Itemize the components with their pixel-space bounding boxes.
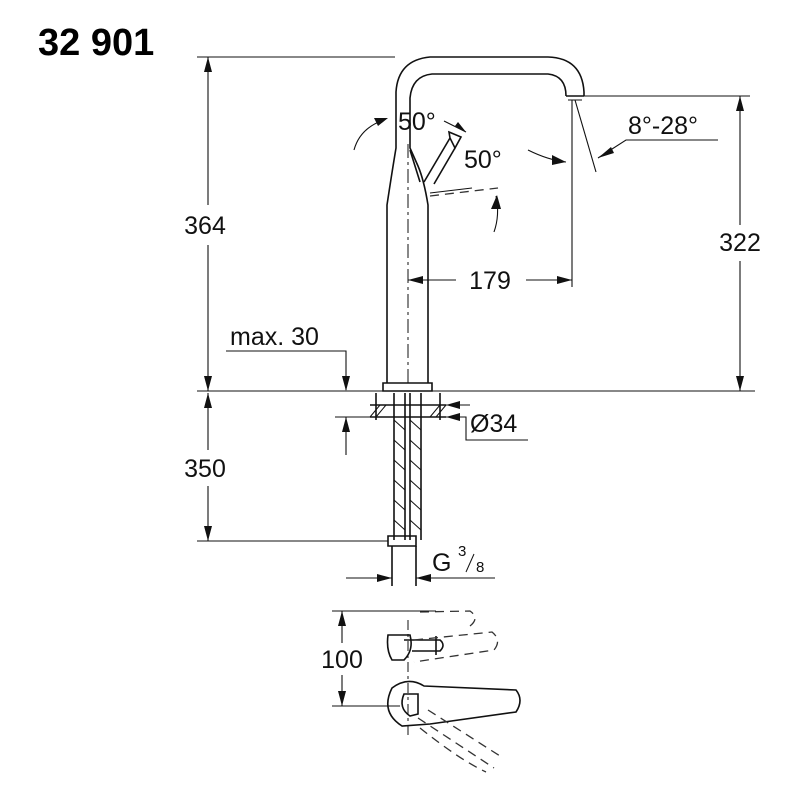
label-179: 179 [469,267,511,295]
faucet-side-view [382,56,585,392]
dimension-outlet-tilt: 8°-28° [574,99,718,173]
dimension-total-height: 364 [175,56,395,391]
label-364: 364 [184,212,226,240]
label-g-denominator: 8 [476,559,484,576]
label-100: 100 [321,646,363,674]
dimension-lever-angle: 50° [353,108,467,151]
dimension-spout-angle: 50° [464,146,567,233]
dimension-hose-length: 350 [172,393,388,542]
label-g: G [432,549,451,577]
dimension-top-depth: 100 [314,610,436,707]
label-322: 322 [719,229,761,257]
label-g-numerator: 3 [458,543,466,560]
label-max-30: max. 30 [230,323,319,351]
label-8-28: 8°-28° [628,112,698,140]
label-50-top: 50° [398,108,436,136]
dimension-outlet-height: 322 [584,95,772,391]
dimension-max-counter: max. 30 [226,323,370,455]
faucet-top-view [386,610,521,773]
counter-section [197,390,755,586]
label-50-right: 50° [464,146,502,174]
label-diameter-34: Ø34 [470,410,517,438]
model-number: 32 901 [38,22,154,64]
dimension-hole-diameter: Ø34 [446,401,528,441]
label-350: 350 [184,455,226,483]
dimension-reach: 179 [408,100,573,296]
dimension-connection: G 3 8 [346,543,495,582]
